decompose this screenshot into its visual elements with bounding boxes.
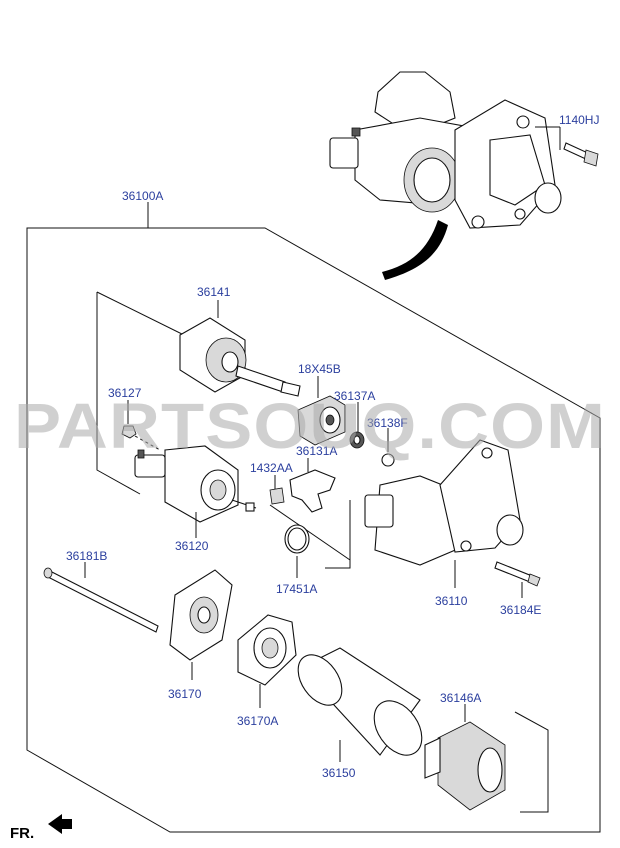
label-36137a[interactable]: 36137A [334, 389, 375, 403]
watermark-text: PARTSOUQ.COM [14, 390, 606, 462]
label-36146a[interactable]: 36146A [440, 691, 481, 705]
label-36127[interactable]: 36127 [108, 386, 142, 400]
part-36138f-drawing [381, 428, 395, 467]
orientation-label: FR. [10, 825, 34, 842]
part-36127-drawing [121, 400, 161, 451]
part-18x45b-drawing [297, 376, 346, 446]
label-36170[interactable]: 36170 [168, 687, 202, 701]
part-36137a-drawing [349, 402, 365, 449]
front-direction-arrow [48, 814, 72, 834]
inner-bracket-solenoid [96, 291, 351, 569]
part-36120-drawing [134, 445, 257, 538]
label-1432aa[interactable]: 1432AA [250, 461, 293, 475]
label-36141[interactable]: 36141 [197, 285, 231, 299]
part-36184e-drawing [494, 561, 541, 598]
part-36170a-drawing [237, 614, 297, 708]
part-36110-drawing [364, 439, 524, 588]
label-36184e[interactable]: 36184E [500, 603, 541, 617]
label-18x45b[interactable]: 18X45B [298, 362, 341, 376]
label-36131a[interactable]: 36131A [296, 444, 337, 458]
part-36141-drawing [179, 300, 301, 397]
part-36146a-drawing [424, 704, 549, 813]
part-17451a-drawing [284, 524, 310, 578]
part-1432aa-36131a-drawing [269, 458, 336, 513]
part-36150-drawing [297, 647, 423, 762]
bolt-1140hj-drawing [535, 126, 599, 167]
assembled-starter-drawing [329, 71, 562, 280]
part-36170-drawing [169, 569, 233, 680]
assembly-bracket-36100a [26, 202, 601, 833]
label-36150[interactable]: 36150 [322, 766, 356, 780]
part-36181b-drawing [43, 562, 159, 633]
label-1140hj[interactable]: 1140HJ [559, 113, 599, 127]
label-36110[interactable]: 36110 [435, 594, 468, 608]
label-36138f[interactable]: 36138F [367, 416, 408, 430]
label-36120[interactable]: 36120 [175, 539, 209, 553]
label-17451a[interactable]: 17451A [276, 582, 317, 596]
label-36100a[interactable]: 36100A [122, 189, 163, 203]
label-36181b[interactable]: 36181B [66, 549, 107, 563]
label-36170a[interactable]: 36170A [237, 714, 278, 728]
